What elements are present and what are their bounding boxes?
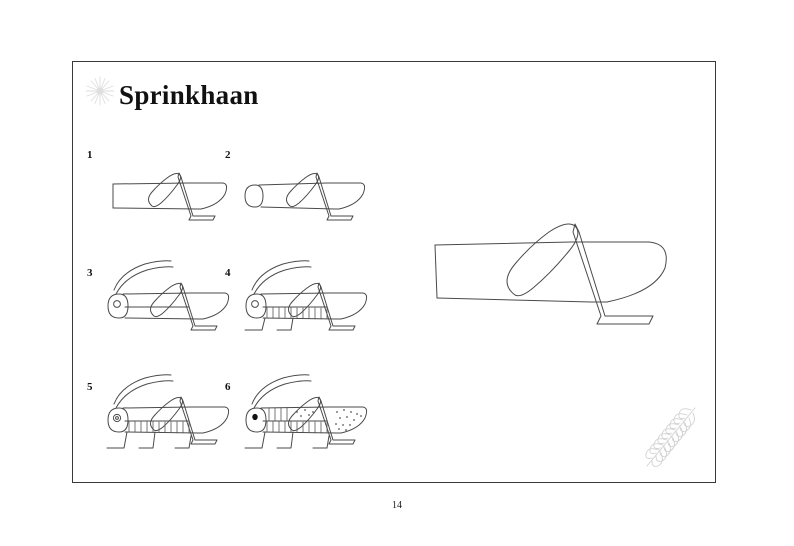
step-6-number: 6 [225, 381, 231, 393]
page-title: Sprinkhaan [119, 80, 259, 110]
step-4-drawing [243, 260, 373, 340]
step-1-drawing [105, 164, 230, 226]
fern-leaf-icon [639, 404, 701, 470]
step-2-drawing [243, 164, 368, 226]
enlarged-step-one-drawing [431, 220, 681, 350]
starburst-flower-icon [83, 74, 117, 108]
step-6-drawing [243, 374, 377, 460]
step-5-drawing [105, 374, 239, 460]
step-3-number: 3 [87, 267, 93, 279]
page-frame: Sprinkhaan 1 2 [72, 61, 716, 483]
page-number: 14 [392, 500, 402, 511]
step-3-drawing [105, 260, 235, 340]
step-2-number: 2 [225, 149, 231, 161]
step-4-number: 4 [225, 267, 231, 279]
step-5-number: 5 [87, 381, 93, 393]
step-1-number: 1 [87, 149, 93, 161]
